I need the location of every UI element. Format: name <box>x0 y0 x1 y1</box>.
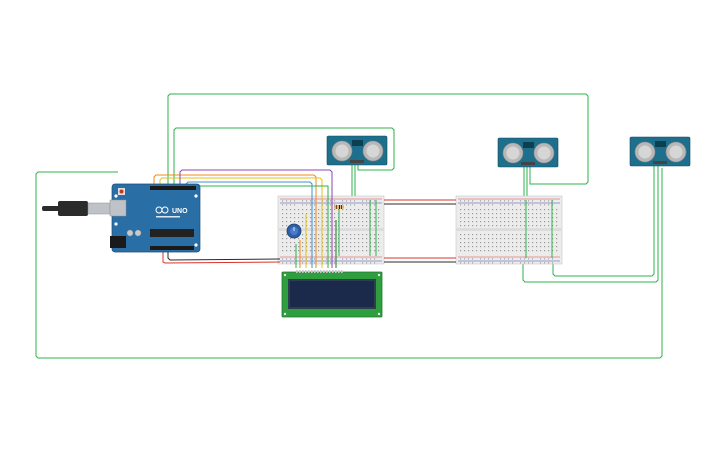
arduino-uno[interactable]: UNO <box>42 183 201 253</box>
arduino-5v-wire[interactable] <box>162 252 281 264</box>
ultrasonic-sensor-2[interactable] <box>497 137 559 168</box>
arduino-gnd-wire[interactable] <box>167 252 281 261</box>
ultrasonic-sensor-3[interactable] <box>629 136 691 167</box>
top-loop-wire[interactable] <box>167 93 589 185</box>
resistor[interactable] <box>334 205 344 209</box>
lcd-display[interactable] <box>281 270 383 318</box>
outer-loop-wire[interactable] <box>35 168 663 359</box>
power-rail-wires <box>162 199 553 264</box>
right-sensor-wire-b[interactable] <box>552 166 655 277</box>
wire-orange-1[interactable] <box>153 174 317 268</box>
signal-wires <box>153 169 337 268</box>
long-wires <box>35 93 663 359</box>
usb-cable[interactable] <box>42 206 62 211</box>
arduino-uno-label: UNO <box>172 208 188 215</box>
wire-yellow-1[interactable] <box>159 177 323 268</box>
ultrasonic-sensor-1[interactable] <box>326 135 388 166</box>
breadboard-right[interactable] <box>455 195 563 265</box>
breadboard-holes <box>460 200 558 264</box>
second-top-wire[interactable] <box>173 127 395 185</box>
wire-green-data[interactable] <box>192 185 329 268</box>
right-sensor-wire-a[interactable] <box>522 166 659 283</box>
wire-purple[interactable] <box>179 169 333 268</box>
lcd-header-pins <box>296 270 343 273</box>
potentiometer[interactable] <box>286 223 302 239</box>
